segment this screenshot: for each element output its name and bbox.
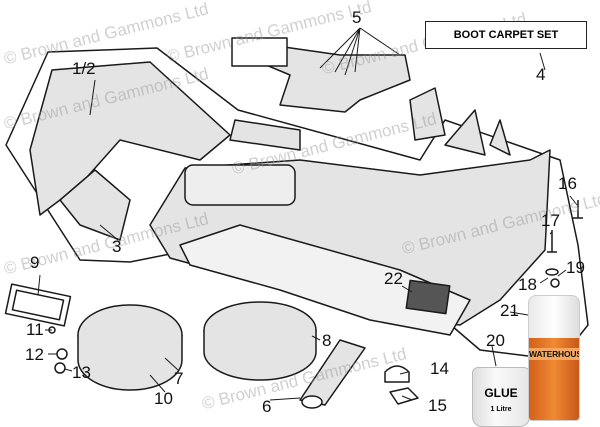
washer-18 <box>545 268 559 276</box>
callout-12: 12 <box>25 345 44 364</box>
callout-17: 17 <box>541 211 560 230</box>
callout-14: 14 <box>430 359 449 378</box>
panel-right-3 <box>489 119 511 156</box>
callout-13: 13 <box>72 363 91 382</box>
callout-20: 20 <box>486 331 505 350</box>
callout-21: 21 <box>500 301 519 320</box>
hatch-22 <box>405 279 451 315</box>
side-panel-1-2 <box>29 61 231 216</box>
callout-9: 9 <box>30 253 40 272</box>
callout-19: 19 <box>566 258 585 277</box>
panel-right-2 <box>444 109 486 156</box>
boot-carpet-set-title: BOOT CARPET SET <box>425 21 587 49</box>
callout-16: 16 <box>558 174 577 193</box>
panel-right-1 <box>409 87 446 141</box>
cap-19 <box>550 278 560 288</box>
glue-label: GLUE <box>484 386 518 400</box>
side-panel-3 <box>59 169 131 241</box>
callout-4: 4 <box>536 65 546 84</box>
callout-5: 5 <box>352 8 362 27</box>
glue-volume: 1 Litre <box>490 406 512 413</box>
carpet-piece <box>231 37 288 67</box>
nut-13 <box>54 362 66 374</box>
callout-6: 6 <box>262 397 272 416</box>
callout-8: 8 <box>322 331 332 350</box>
floor-mat <box>179 224 471 336</box>
clip-14 <box>384 365 410 383</box>
spray-brand: WATERHOUSE <box>529 348 579 360</box>
gasket-9 <box>4 283 72 327</box>
washer-12 <box>56 348 68 360</box>
glue-tin: GLUE 1 Litre <box>472 367 530 427</box>
callout-7: 7 <box>174 369 184 388</box>
stud-17 <box>547 230 557 253</box>
stud-16 <box>573 200 583 219</box>
callout-10: 10 <box>154 389 173 408</box>
panel-right-4 <box>229 119 301 151</box>
callout-15: 15 <box>428 396 447 415</box>
callout-1-2: 1/2 <box>72 59 96 78</box>
clip-15 <box>389 387 419 405</box>
callout-22: 22 <box>384 269 403 288</box>
wheel-box <box>184 164 296 206</box>
callout-3: 3 <box>112 237 122 256</box>
callout-11: 11 <box>26 320 44 339</box>
callout-18: 18 <box>518 275 537 294</box>
spray-adhesive-can: WATERHOUSE <box>528 295 580 421</box>
